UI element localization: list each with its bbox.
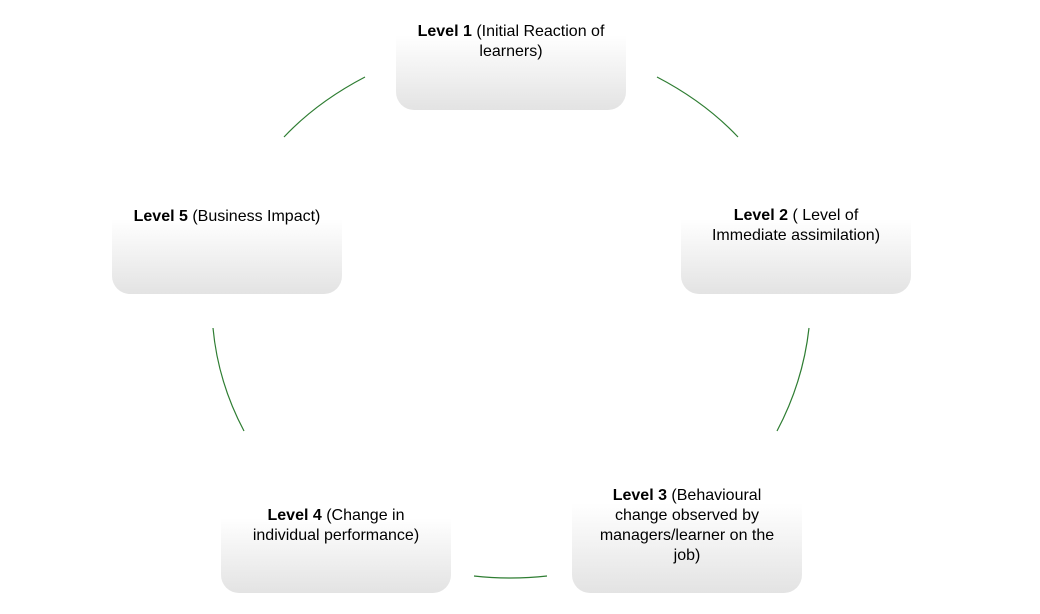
level-1-label: Level 1 [417, 23, 472, 40]
level-2-text: Level 2 ( Level of Immediate assimilatio… [681, 198, 911, 294]
level-2-description: ( Level of Immediate assimilation) [711, 207, 881, 244]
level-1-box: Level 1 (Initial Reaction of learners) [396, 14, 626, 110]
level-4-box: Level 4 (Change in individual performanc… [221, 497, 451, 593]
level-5-box: Level 5 (Business Impact) [112, 198, 342, 294]
level-5-text: Level 5 (Business Impact) [118, 198, 337, 294]
level-2-label: Level 2 [733, 207, 788, 224]
level-3-box: Level 3 (Behavioural change observed by … [572, 478, 802, 593]
connector-level2-to-level3 [776, 327, 810, 432]
level-1-description: (Initial Reaction of learners) [471, 23, 605, 60]
level-4-text: Level 4 (Change in individual performanc… [221, 497, 451, 593]
level-3-description: (Behavioural change observed by managers… [599, 487, 775, 564]
level-3-label: Level 3 [612, 487, 667, 504]
level-4-label: Level 4 [267, 507, 322, 524]
connector-level4-to-level5 [212, 327, 245, 432]
level-1-text: Level 1 (Initial Reaction of learners) [396, 14, 626, 110]
level-2-box: Level 2 ( Level of Immediate assimilatio… [681, 198, 911, 294]
level-4-description: (Change in individual performance) [252, 507, 420, 544]
level-5-description: (Business Impact) [187, 208, 321, 225]
connector-level5-to-level1 [283, 76, 366, 138]
connector-level1-to-level2 [656, 76, 739, 138]
connector-level3-to-level4 [473, 575, 548, 579]
level-5-label: Level 5 [133, 208, 188, 225]
level-3-text: Level 3 (Behavioural change observed by … [572, 478, 802, 593]
